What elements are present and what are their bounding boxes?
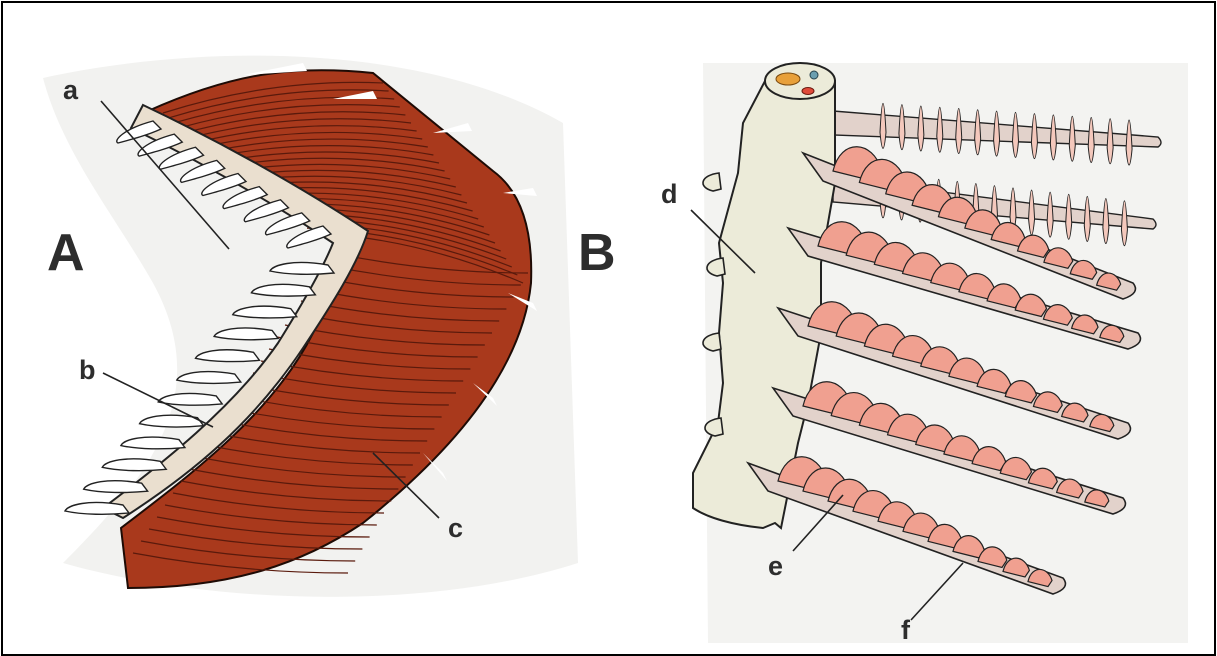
gill-raker xyxy=(158,393,222,405)
vessel-blue xyxy=(810,71,818,79)
vessel-red xyxy=(802,88,814,95)
vessel-orange xyxy=(776,73,800,85)
panel-label-b: B xyxy=(578,223,616,283)
part-label-f: f xyxy=(901,615,910,646)
part-label-a: a xyxy=(63,75,78,106)
part-label-e: e xyxy=(768,551,783,582)
part-label-b: b xyxy=(79,355,96,386)
gill-raker xyxy=(65,503,129,515)
gill-raker xyxy=(84,481,148,493)
rod-top-cap xyxy=(765,63,835,99)
part-label-d: d xyxy=(661,179,678,210)
gill-illustration xyxy=(3,3,1216,656)
gill-raker xyxy=(102,459,166,471)
panel-label-a: A xyxy=(47,223,85,283)
gill-raker xyxy=(121,437,185,449)
part-label-c: c xyxy=(448,513,463,544)
